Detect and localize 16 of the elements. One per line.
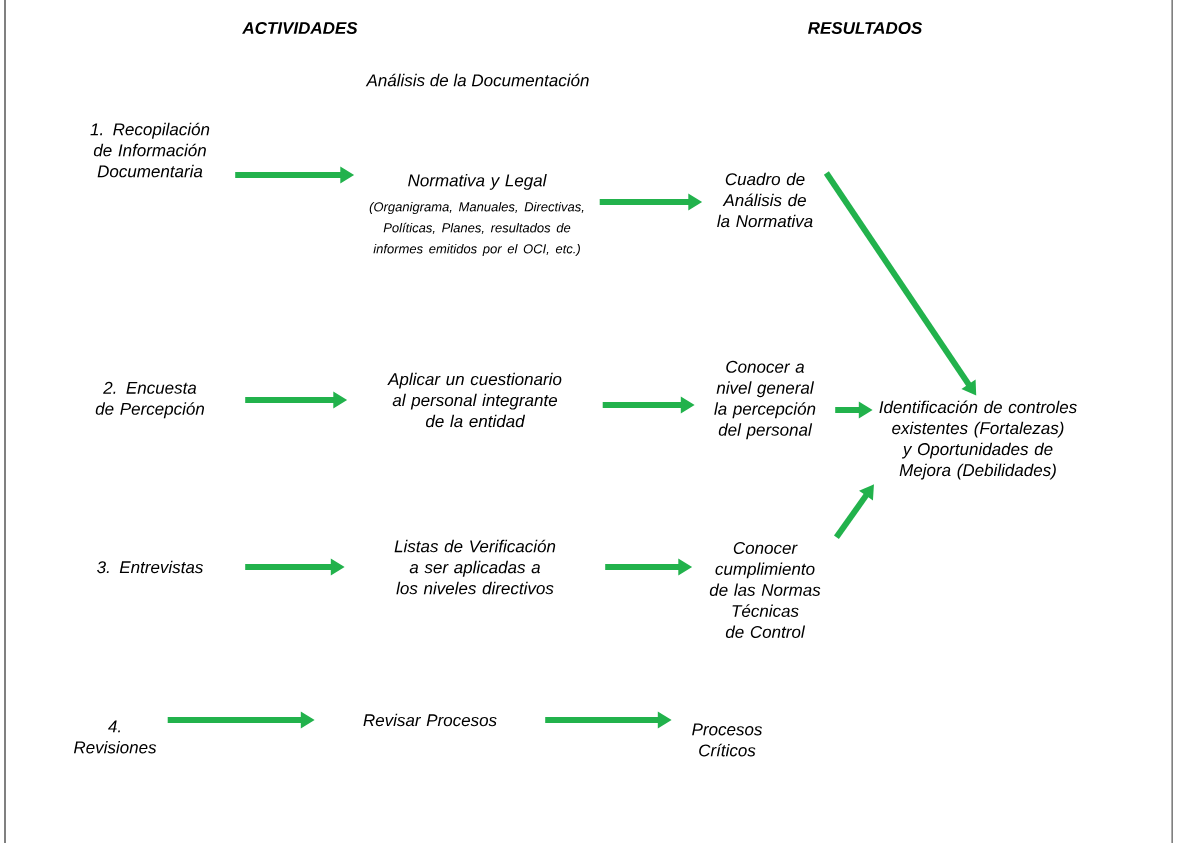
text-label: Aplicar un cuestionario al personal integrante de la entidad: [387, 372, 562, 428]
heading-label: RESULTADOS: [808, 22, 923, 34]
text-label: Procesos Críticos: [692, 723, 763, 757]
heading-label: ACTIVIDADES: [242, 22, 358, 34]
text-label: Revisar Procesos: [363, 713, 497, 727]
text-label: Identificación de controles existentes (Fortalezas) y Oportunidades de Mejora (Debilidades): [879, 400, 1077, 480]
heading-label: Análisis de la Documentación: [365, 73, 589, 87]
text-label: Conocer a nivel general la percepción del personal: [714, 360, 816, 440]
text-label: 3. Entrevistas: [97, 560, 203, 574]
text-label: 2. Encuesta de Percepción: [95, 381, 205, 419]
text-label: Cuadro de Análisis de la Normativa: [717, 172, 813, 228]
text-label: Normativa y Legal (Organigrama, Manuales, Directivas, Políticas, Planes, resultados de informes emitidos por el OCI, etc.): [369, 174, 584, 256]
text-label: 1. Recopilación de Información Documentaria: [90, 122, 210, 178]
text-label: Listas de Verificación a ser aplicadas a los niveles directivos: [394, 539, 556, 595]
text-label: 4. Revisiones: [73, 720, 157, 754]
text-label: Conocer cumplimiento de las Normas Técnicas de Control: [709, 541, 821, 638]
